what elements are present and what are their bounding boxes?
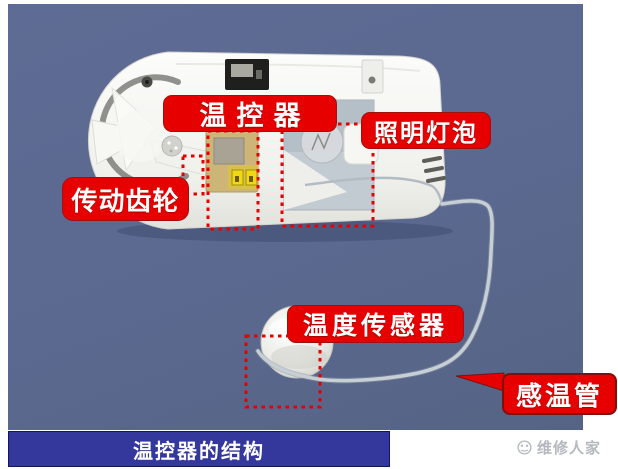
screw-hole <box>141 76 153 88</box>
caption-title: 温控器的结构 <box>133 440 265 463</box>
watermark: 维修人家 <box>516 436 601 458</box>
power-connector-slot <box>225 59 269 90</box>
drive-gear-callout: 传动齿轮 <box>62 177 189 221</box>
thermostat-callout: 温控器 <box>163 95 337 132</box>
damper-vanes <box>91 86 253 187</box>
sensing-tube-callout: 感温管 <box>502 373 617 415</box>
sensing-tube-callout-tail <box>455 372 505 392</box>
sensing-tube-cable <box>255 198 495 384</box>
watermark-text: 维修人家 <box>537 439 602 457</box>
lighting-bulb-callout: 照明灯泡 <box>361 112 491 149</box>
temperature-sensor-callout: 温度传感器 <box>287 305 464 343</box>
metal-gear <box>161 135 183 157</box>
mounting-tab <box>361 59 384 94</box>
caption-bar: 温控器的结构 <box>8 431 390 467</box>
gear-region-box <box>181 154 205 196</box>
brand-logo-icon <box>517 439 532 455</box>
vent-slots <box>422 156 446 183</box>
